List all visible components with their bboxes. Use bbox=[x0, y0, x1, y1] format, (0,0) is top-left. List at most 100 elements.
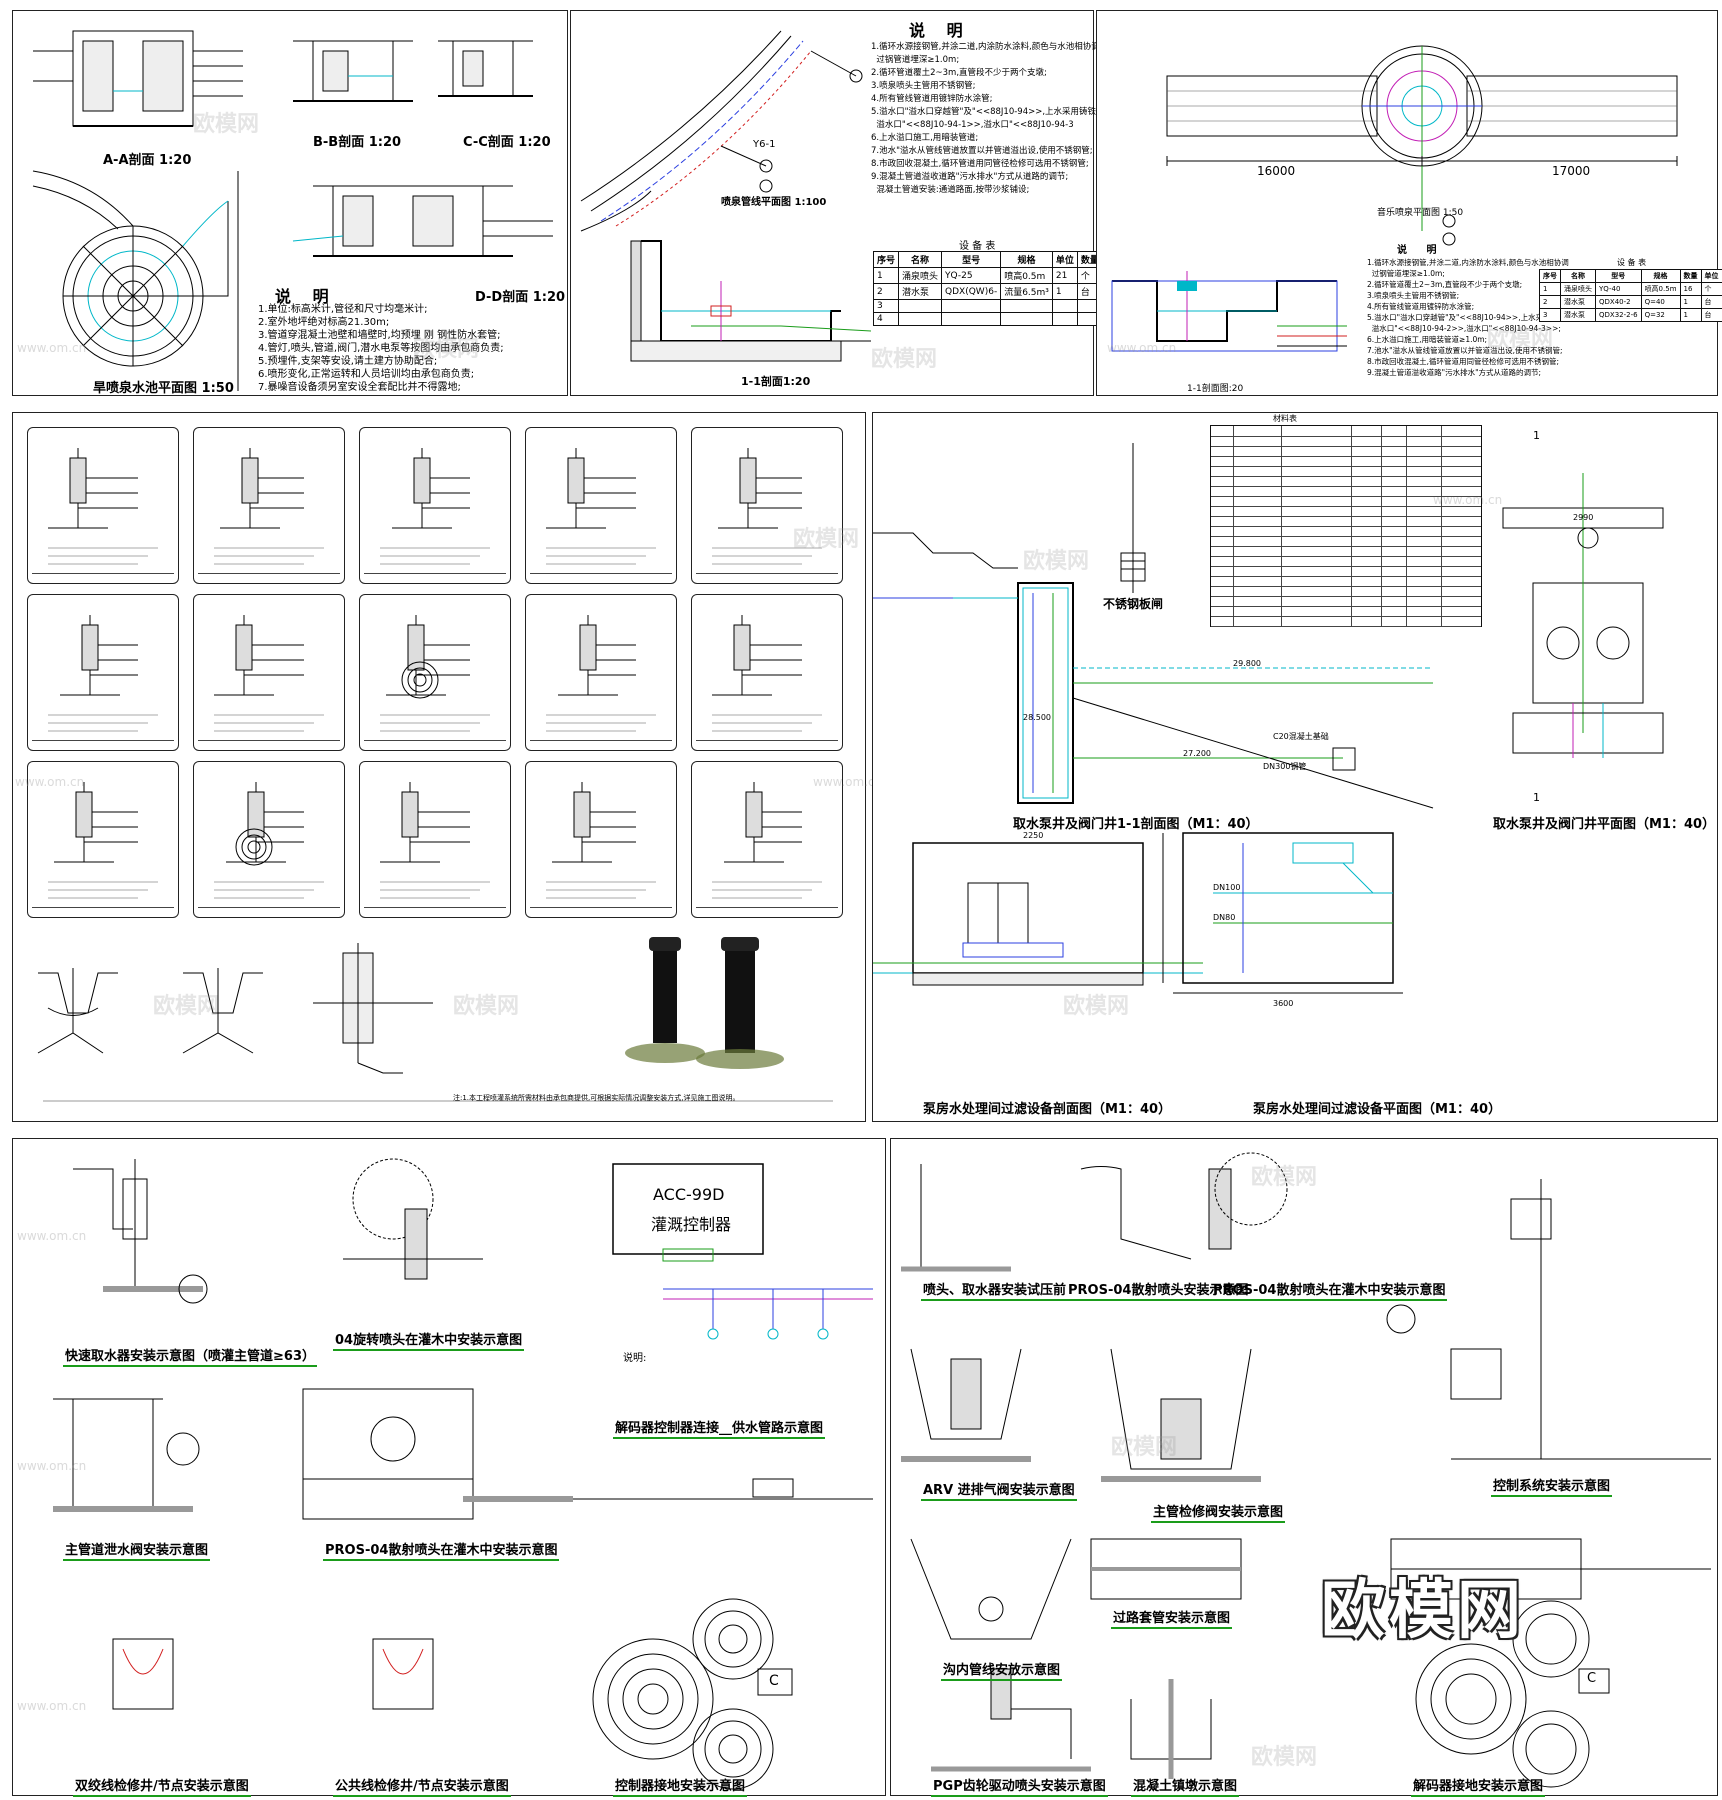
table-cell: 喷高0.5m bbox=[1640, 282, 1681, 296]
drawing-panel-irrigation-1: ACC-99D 灌溉控制器 C 说明: 快速取水器安装示意图（喷灌主管道≥63）… bbox=[12, 1138, 886, 1797]
material-table-row bbox=[1211, 586, 1481, 597]
material-table-row bbox=[1211, 536, 1481, 547]
note-line: 6.喷形变化,正常运转和人员培训均由承包商负责; bbox=[258, 369, 475, 380]
caption-main-valve: 主管检修阀安装示意图 bbox=[1151, 1501, 1286, 1523]
thumbnail-caption-line bbox=[32, 907, 174, 911]
music-fountain-drawing bbox=[1111, 45, 1678, 352]
table-cell: 3 bbox=[1539, 308, 1561, 322]
note-line: 2.循环管道覆土2~3m,直管段不少于两个支墩; bbox=[1367, 280, 1523, 289]
pipe-label: DN100 bbox=[1213, 883, 1241, 892]
plan-title: 取水泵井及阀门井平面图（M1：40） bbox=[1493, 817, 1716, 832]
thumbnail-sketch bbox=[546, 448, 656, 565]
section-label-bb: B-B剖面 1:20 bbox=[313, 135, 402, 150]
caption-road-sleeve: 过路套管安装示意图 bbox=[1111, 1607, 1233, 1629]
section-label: 1-1剖面1:20 bbox=[741, 375, 811, 388]
section-label-aa: A-A剖面 1:20 bbox=[103, 153, 192, 168]
note-line: 8.市政回收混凝土,循环管道用同管径检修可选用不锈钢管; bbox=[871, 159, 1089, 169]
caption-common-wire: 公共线检修井/节点安装示意图 bbox=[333, 1775, 511, 1797]
thumbnail-sketch bbox=[712, 448, 822, 565]
thumbnail-caption-line bbox=[530, 740, 672, 744]
note-line: 溢水口"<<88J10-94-2>>,溢水口"<<88J10-94-3>>; bbox=[1367, 324, 1561, 333]
table-header: 型号 bbox=[941, 251, 1002, 268]
table-header: 单位 bbox=[1051, 251, 1078, 268]
table-cell: 21 bbox=[1051, 267, 1078, 284]
dimension-right: 17000 bbox=[1552, 164, 1591, 178]
table-header: 序号 bbox=[1539, 269, 1561, 283]
thumbnail-sketch bbox=[214, 782, 324, 899]
watermark: 欧模网 bbox=[1487, 327, 1554, 352]
table-cell: 1 bbox=[1679, 295, 1702, 309]
caption-pros04-shrub: PROS-04散射喷头在灌木中安装示意图 bbox=[1211, 1279, 1448, 1301]
thumbnail-sketch bbox=[380, 782, 490, 899]
table-cell: 1 bbox=[872, 267, 900, 284]
table-cell: YQ-40 bbox=[1595, 282, 1642, 296]
material-table-row bbox=[1211, 506, 1481, 517]
detail-thumbnail bbox=[691, 761, 843, 918]
thumbnail-sketch bbox=[712, 615, 822, 732]
thumbnail-caption-line bbox=[32, 573, 174, 577]
base-label: C20混凝土基础 bbox=[1273, 732, 1329, 741]
watermark-en: www.om.cn bbox=[17, 1699, 87, 1713]
caption-decoder-controller: 解码器控制器连接__供水管路示意图 bbox=[613, 1417, 826, 1439]
note-line: 5.预埋件,支架等安设,请土建方协助配合; bbox=[258, 356, 438, 367]
material-table-row bbox=[1211, 486, 1481, 497]
controller-line-1: ACC-99D bbox=[653, 1185, 725, 1204]
table-row: 3 bbox=[872, 299, 1128, 313]
table-header: 数量 bbox=[1679, 269, 1702, 283]
pump-plan-title: 泵房水处理间过滤设备平面图（M1：40） bbox=[1253, 1102, 1502, 1117]
section-label-cc: C-C剖面 1:20 bbox=[463, 135, 551, 150]
thumbnail-sketch bbox=[214, 615, 324, 732]
table-row: 1 涌泉喷头 YQ-25 喷高0.5m 21 个 bbox=[872, 267, 1128, 284]
drawing-panel-pump-well: 不锈钢板闸 29.800 27.200 28.500 DN300钢管 C20混凝… bbox=[872, 412, 1718, 1122]
watermark: 欧模网 bbox=[793, 527, 860, 552]
note-line: 4.管灯,喷头,管道,阀门,潜水电泵等按图均由承包商负责; bbox=[258, 343, 504, 354]
table-cell: 3 bbox=[872, 299, 900, 313]
table-header: 单位 bbox=[1700, 269, 1722, 283]
thumbnail-caption-line bbox=[364, 907, 506, 911]
drawing-panel-pipe-plan: Y6-1 喷泉管线平面图 1:100 1-1剖面1:20 说 明 1.循环水源接… bbox=[570, 10, 1128, 396]
note-line: 4.所有管线管道用镀锌防水涂管; bbox=[871, 94, 993, 104]
plan-label: 音乐喷泉平面图 1:50 bbox=[1377, 208, 1464, 218]
thumbnail-sketch bbox=[712, 782, 822, 899]
thumbnail-caption-line bbox=[364, 573, 506, 577]
note-line: 溢水口"<<88J10-94-1>>,溢水口"<<88J10-94-3 bbox=[871, 120, 1074, 130]
table-cell: 潜水泵 bbox=[1560, 295, 1596, 309]
detail-thumbnail bbox=[27, 594, 179, 751]
material-table-row bbox=[1211, 466, 1481, 477]
thumbnail-caption-line bbox=[696, 907, 838, 911]
table-header: 型号 bbox=[1595, 269, 1642, 283]
material-table-column-rule bbox=[1351, 426, 1352, 626]
table-cell: Q=40 bbox=[1640, 295, 1681, 309]
table-cell: 16 bbox=[1679, 282, 1702, 296]
material-table-row bbox=[1211, 516, 1481, 527]
thumbnail-caption-line bbox=[530, 573, 672, 577]
table-cell: 1 bbox=[1679, 308, 1702, 322]
material-table-row bbox=[1211, 496, 1481, 507]
note-line: 过钢管道埋深≥1.0m; bbox=[1367, 269, 1445, 278]
material-table-column-rule bbox=[1233, 426, 1234, 626]
fountain-section-drawings bbox=[32, 30, 553, 391]
caption-decoder-ground: 解码器接地安装示意图 bbox=[1411, 1775, 1546, 1797]
elev-label: 29.800 bbox=[1233, 659, 1261, 668]
thumbnail-sketch bbox=[48, 782, 158, 899]
pipe-label: DN80 bbox=[1213, 913, 1236, 922]
caption-thrust-block: 混凝土镇墩示意图 bbox=[1131, 1775, 1240, 1797]
thumbnail-caption-line bbox=[32, 740, 174, 744]
material-table-row bbox=[1211, 426, 1481, 437]
table-header: 规格 bbox=[1000, 251, 1053, 268]
c-box-label: C bbox=[1587, 1671, 1597, 1686]
table-cell: YQ-25 bbox=[941, 267, 1002, 284]
spray-head-photo-2 bbox=[696, 937, 784, 1069]
thumb-grid bbox=[13, 413, 865, 918]
equipment-table: 序号 名称 型号 规格 单位 数量 备注 1 涌泉喷头 YQ-25 喷高0.5m… bbox=[872, 251, 1128, 326]
label-y6: Y6-1 bbox=[753, 139, 776, 150]
material-table-row bbox=[1211, 606, 1481, 617]
detail-thumbnail bbox=[525, 761, 677, 918]
watermark-en: www.om.cn bbox=[1433, 493, 1503, 507]
pipe-plan-drawing bbox=[580, 30, 872, 362]
caption-twisted-pair: 双绞线检修井/节点安装示意图 bbox=[73, 1775, 251, 1797]
material-table-row bbox=[1211, 526, 1481, 537]
watermark-en: www.om.cn bbox=[15, 775, 85, 789]
table-cell: 1 bbox=[1539, 282, 1561, 296]
detail-thumbnail bbox=[359, 594, 511, 751]
